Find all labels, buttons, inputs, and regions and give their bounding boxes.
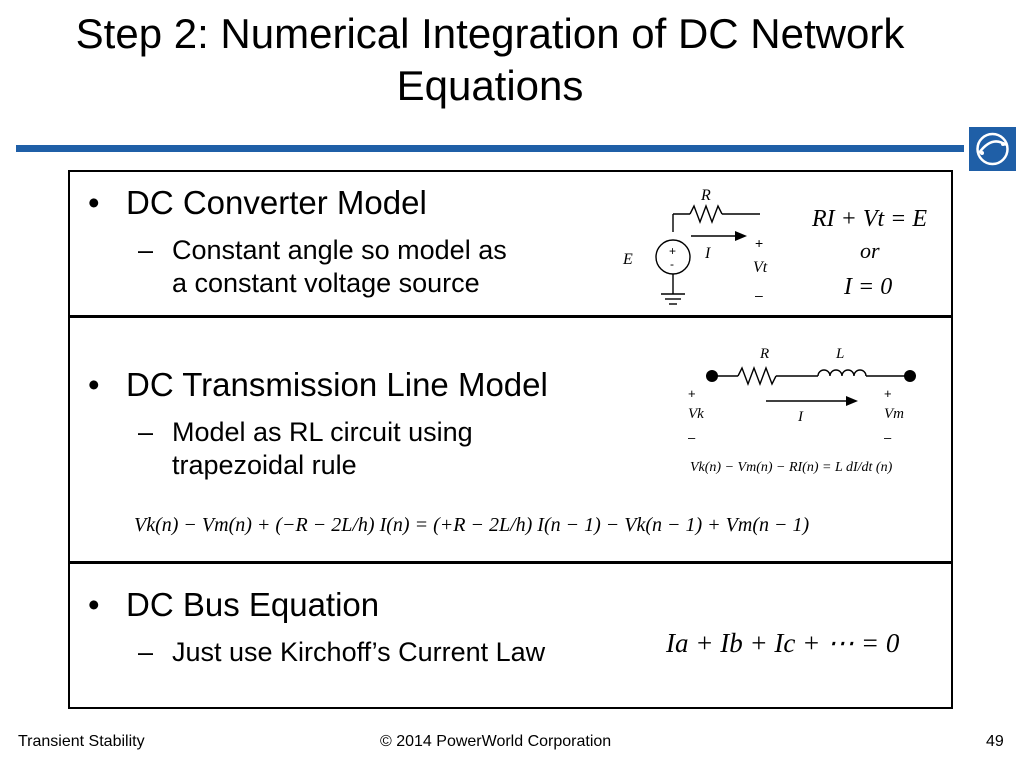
line-label-i: I xyxy=(797,409,804,425)
bullet-dot-icon: • xyxy=(88,366,100,403)
converter-sub-line1: Constant angle so model as xyxy=(172,235,507,265)
bus-equation-section: • DC Bus Equation –Just use Kirchoff’s Cu… xyxy=(68,562,953,709)
bullet-dot-icon: • xyxy=(88,184,100,221)
line-bullet: • DC Transmission Line Model xyxy=(88,366,548,404)
bus-bullet: • DC Bus Equation xyxy=(88,586,379,624)
converter-equation-2: I = 0 xyxy=(844,274,893,300)
vt-minus-sign: – xyxy=(755,287,763,303)
converter-equation-1: RI + Vt = E xyxy=(812,206,928,232)
footer-left: Transient Stability xyxy=(18,733,145,750)
footer-center: © 2014 PowerWorld Corporation xyxy=(380,733,612,750)
vm-plus-sign: + xyxy=(884,386,892,401)
vk-plus-sign: + xyxy=(688,386,696,401)
source-minus-sign: - xyxy=(670,257,674,271)
transmission-line-section: •DC Transmission Line Model –Model as RL… xyxy=(68,316,953,563)
title-divider xyxy=(16,145,964,152)
rl-ode-equation: Vk(n) − Vm(n) − RI(n) = L dI/dt (n) xyxy=(690,460,893,475)
circuit-label-r: R xyxy=(700,187,711,204)
source-plus-sign: + xyxy=(669,244,676,258)
line-sub-line1: Model as RL circuit using xyxy=(172,417,473,447)
converter-sub-bullet: –Constant angle so model as a constant v… xyxy=(138,235,507,298)
page-number: 49 xyxy=(986,733,1004,750)
line-sub-line2: trapezoidal rule xyxy=(172,450,357,480)
vk-label: Vk xyxy=(688,406,704,422)
bullet-dot-icon: • xyxy=(88,586,100,623)
circuit-label-i: I xyxy=(704,245,711,262)
trapezoidal-discrete-equation: Vk(n) − Vm(n) + (−R − 2L/h) I(n) = (+R −… xyxy=(134,514,810,536)
line-bullet-text: DC Transmission Line Model xyxy=(126,366,548,403)
vt-plus-sign: + xyxy=(755,235,763,251)
converter-bullet: • DC Converter Model xyxy=(88,184,427,222)
converter-sub-line2: a constant voltage source xyxy=(172,268,480,298)
line-sub-bullet: –Model as RL circuit using trapezoidal r… xyxy=(138,417,473,480)
bus-bullet-text: DC Bus Equation xyxy=(126,586,380,623)
circuit-label-e: E xyxy=(622,251,633,268)
kcl-equation: Ia + Ib + Ic + ⋯ = 0 xyxy=(666,628,900,658)
powerworld-globe-logo-icon xyxy=(969,127,1016,171)
line-label-l: L xyxy=(835,346,844,362)
vm-label: Vm xyxy=(884,406,904,422)
vk-minus-sign: – xyxy=(688,430,696,445)
vt-label: Vt xyxy=(753,259,768,276)
converter-equation-or: or xyxy=(860,238,880,263)
line-label-r: R xyxy=(759,346,769,362)
slide-title: Step 2: Numerical Integration of DC Netw… xyxy=(75,10,905,109)
vm-minus-sign: – xyxy=(884,430,892,445)
converter-model-section: •DC Converter Model –Constant angle so m… xyxy=(68,170,953,317)
converter-circuit-diagram: R I E + - + Vt – xyxy=(622,187,768,305)
bus-sub-line1: Just use Kirchoff’s Current Law xyxy=(172,637,546,667)
bus-sub-bullet: –Just use Kirchoff’s Current Law xyxy=(138,637,546,667)
rl-circuit-diagram: R L I + Vk – + Vm – xyxy=(688,346,916,445)
converter-bullet-text: DC Converter Model xyxy=(126,184,427,221)
